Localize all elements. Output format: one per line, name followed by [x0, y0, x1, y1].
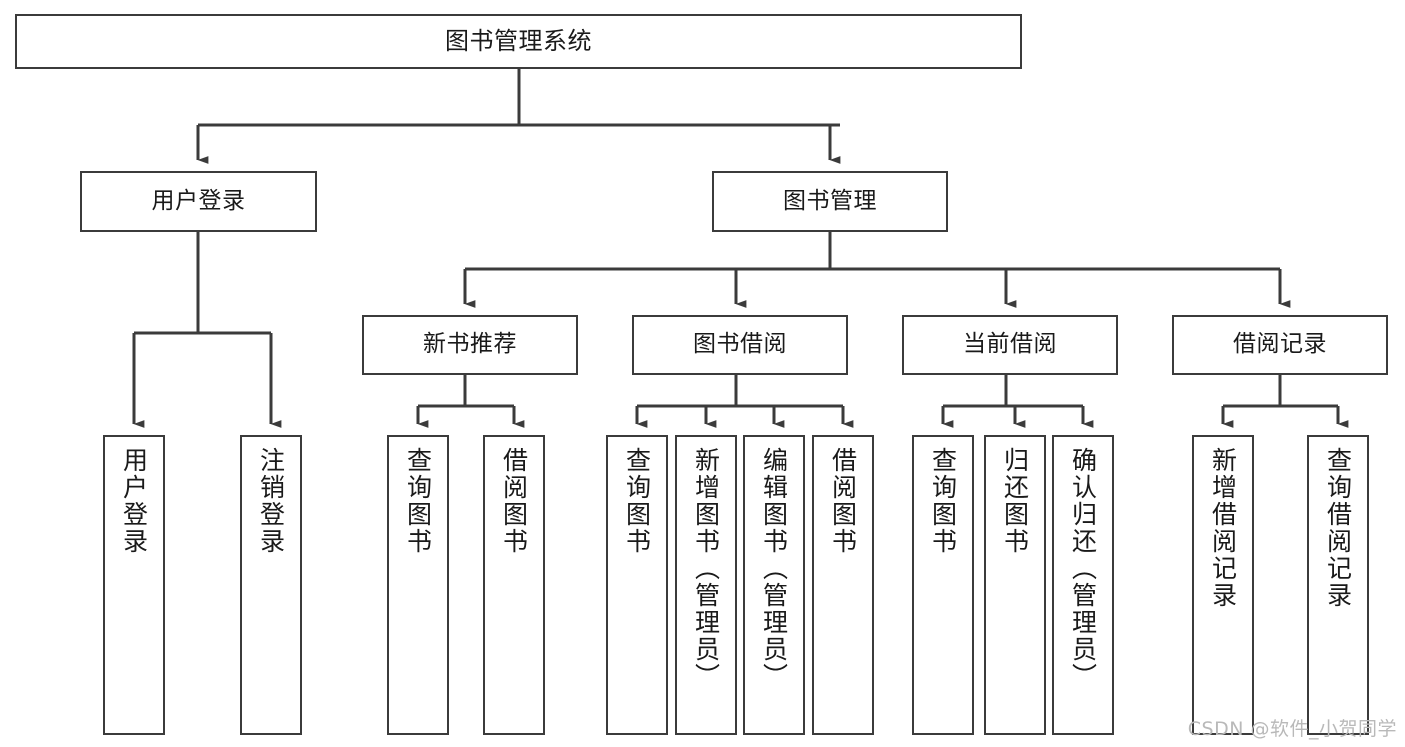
node-leaf-borrow-book[interactable]: 借阅图书 — [812, 435, 874, 735]
node-leaf-query-book-borrow[interactable]: 查询图书 — [606, 435, 668, 735]
node-leaf-query-book-recommend[interactable]: 查询图书 — [387, 435, 449, 735]
node-leaf-add-book-admin-label: 新增图书（管理员） — [691, 447, 721, 690]
node-new-book-recommend[interactable]: 新书推荐 — [362, 315, 578, 375]
node-leaf-query-borrow-record-label: 查询借阅记录 — [1323, 447, 1353, 609]
node-book-borrow[interactable]: 图书借阅 — [632, 315, 848, 375]
node-leaf-borrow-book-recommend-label: 借阅图书 — [499, 447, 529, 555]
node-root[interactable]: 图书管理系统 — [15, 14, 1022, 69]
node-leaf-add-book-admin[interactable]: 新增图书（管理员） — [675, 435, 737, 735]
node-new-book-recommend-label: 新书推荐 — [423, 331, 517, 358]
node-leaf-edit-book-admin[interactable]: 编辑图书（管理员） — [743, 435, 805, 735]
node-leaf-edit-book-admin-label: 编辑图书（管理员） — [759, 447, 789, 690]
node-leaf-query-book-current[interactable]: 查询图书 — [912, 435, 974, 735]
node-leaf-query-borrow-record[interactable]: 查询借阅记录 — [1307, 435, 1369, 735]
node-leaf-query-book-recommend-label: 查询图书 — [403, 447, 433, 555]
node-leaf-confirm-return-admin[interactable]: 确认归还（管理员） — [1052, 435, 1114, 735]
csdn-watermark: CSDN @软件_小贺同学 — [1187, 718, 1397, 740]
node-leaf-user-login-label: 用户登录 — [119, 447, 149, 555]
node-current-borrow[interactable]: 当前借阅 — [902, 315, 1118, 375]
node-leaf-user-login[interactable]: 用户登录 — [103, 435, 165, 735]
node-borrow-records-label: 借阅记录 — [1233, 331, 1327, 358]
node-leaf-query-book-borrow-label: 查询图书 — [622, 447, 652, 555]
node-user-login[interactable]: 用户登录 — [80, 171, 317, 232]
node-leaf-borrow-book-recommend[interactable]: 借阅图书 — [483, 435, 545, 735]
node-book-borrow-label: 图书借阅 — [693, 331, 787, 358]
node-leaf-return-book[interactable]: 归还图书 — [984, 435, 1046, 735]
node-leaf-add-borrow-record[interactable]: 新增借阅记录 — [1192, 435, 1254, 735]
node-leaf-borrow-book-label: 借阅图书 — [828, 447, 858, 555]
node-borrow-records[interactable]: 借阅记录 — [1172, 315, 1388, 375]
node-current-borrow-label: 当前借阅 — [963, 331, 1057, 358]
node-root-label: 图书管理系统 — [445, 27, 592, 56]
node-book-management-label: 图书管理 — [783, 187, 877, 214]
node-leaf-user-logout-label: 注销登录 — [256, 447, 286, 555]
node-book-management[interactable]: 图书管理 — [712, 171, 948, 232]
node-user-login-label: 用户登录 — [151, 187, 246, 214]
node-leaf-add-borrow-record-label: 新增借阅记录 — [1208, 447, 1238, 609]
node-leaf-user-logout[interactable]: 注销登录 — [240, 435, 302, 735]
node-leaf-query-book-current-label: 查询图书 — [928, 447, 958, 555]
node-leaf-confirm-return-admin-label: 确认归还（管理员） — [1068, 447, 1098, 690]
node-leaf-return-book-label: 归还图书 — [1000, 447, 1030, 555]
